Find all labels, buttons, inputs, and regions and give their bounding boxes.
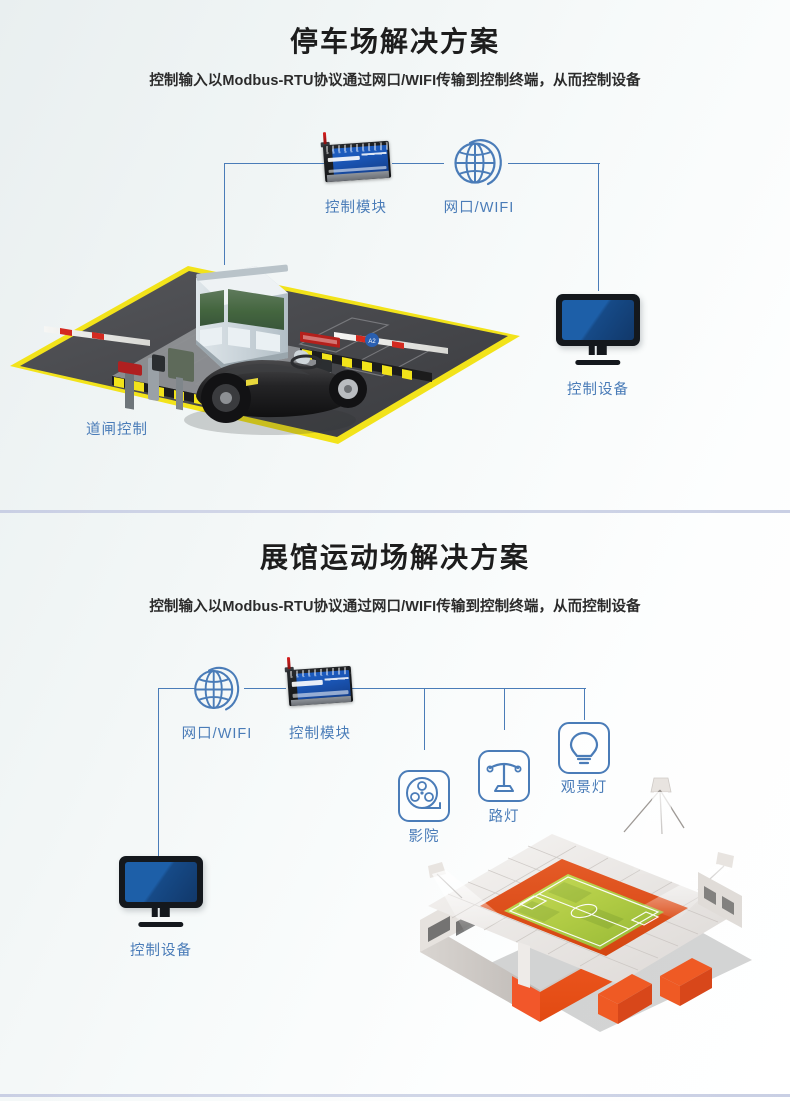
label-stadium-view-light: 观景灯 [560,780,608,796]
control-module-device-icon [320,132,392,183]
monitor-icon [119,856,203,928]
street-lamp-icon [478,750,530,802]
parking-lot-illustration: A2 [0,248,530,458]
globe-icon [190,662,245,717]
film-reel-icon [398,770,450,822]
connector-stadium-left-vertical [158,688,160,856]
connector-parking-right-vertical [598,163,600,291]
control-module-device-icon [284,657,354,707]
label-parking-control-module: 控制模块 [325,200,387,216]
connector-parking-module-to-globe [392,163,444,165]
label-stadium-street-lamp: 路灯 [488,809,520,825]
connector-parking-left-horizontal [224,163,324,165]
connector-stadium-drop-viewlight [584,688,586,720]
label-stadium-network-wifi: 网口/WIFI [181,726,253,742]
connector-parking-globe-to-right [508,163,600,165]
svg-text:A2: A2 [368,339,376,345]
section-stadium-solution: 展馆运动场解决方案 控制输入以Modbus-RTU协议通过网口/WIFI传输到控… [0,513,790,1101]
parking-section-title: 停车场解决方案 [289,26,500,57]
monitor-icon [556,294,640,366]
label-parking-control-device: 控制设备 [567,382,629,398]
label-parking-network-wifi: 网口/WIFI [443,200,515,216]
light-bulb-icon [558,722,610,774]
section-divider [0,510,790,513]
connector-stadium-module-to-bus [352,688,586,690]
parking-section-subtitle: 控制输入以Modbus-RTU协议通过网口/WIFI传输到控制终端，从而控制设备 [149,73,641,89]
connector-parking-left-vertical [224,163,226,265]
bottom-divider [0,1094,790,1097]
label-stadium-control-device: 控制设备 [130,943,192,959]
label-stadium-control-module: 控制模块 [289,726,351,742]
section-parking-solution: 停车场解决方案 控制输入以Modbus-RTU协议通过网口/WIFI传输到控制终… [0,0,790,510]
stadium-section-subtitle: 控制输入以Modbus-RTU协议通过网口/WIFI传输到控制终端，从而控制设备 [149,599,641,615]
label-stadium-cinema: 影院 [408,829,440,845]
connector-stadium-drop-cinema [424,688,426,750]
connector-stadium-drop-streetlamp [504,688,506,730]
globe-icon [450,134,508,192]
stadium-section-title: 展馆运动场解决方案 [259,542,530,573]
connector-stadium-globe-to-module [244,688,286,690]
connector-stadium-left-horizontal [158,688,196,690]
stadium-illustration [392,770,790,1055]
label-parking-gate-control: 道闸控制 [86,422,148,438]
